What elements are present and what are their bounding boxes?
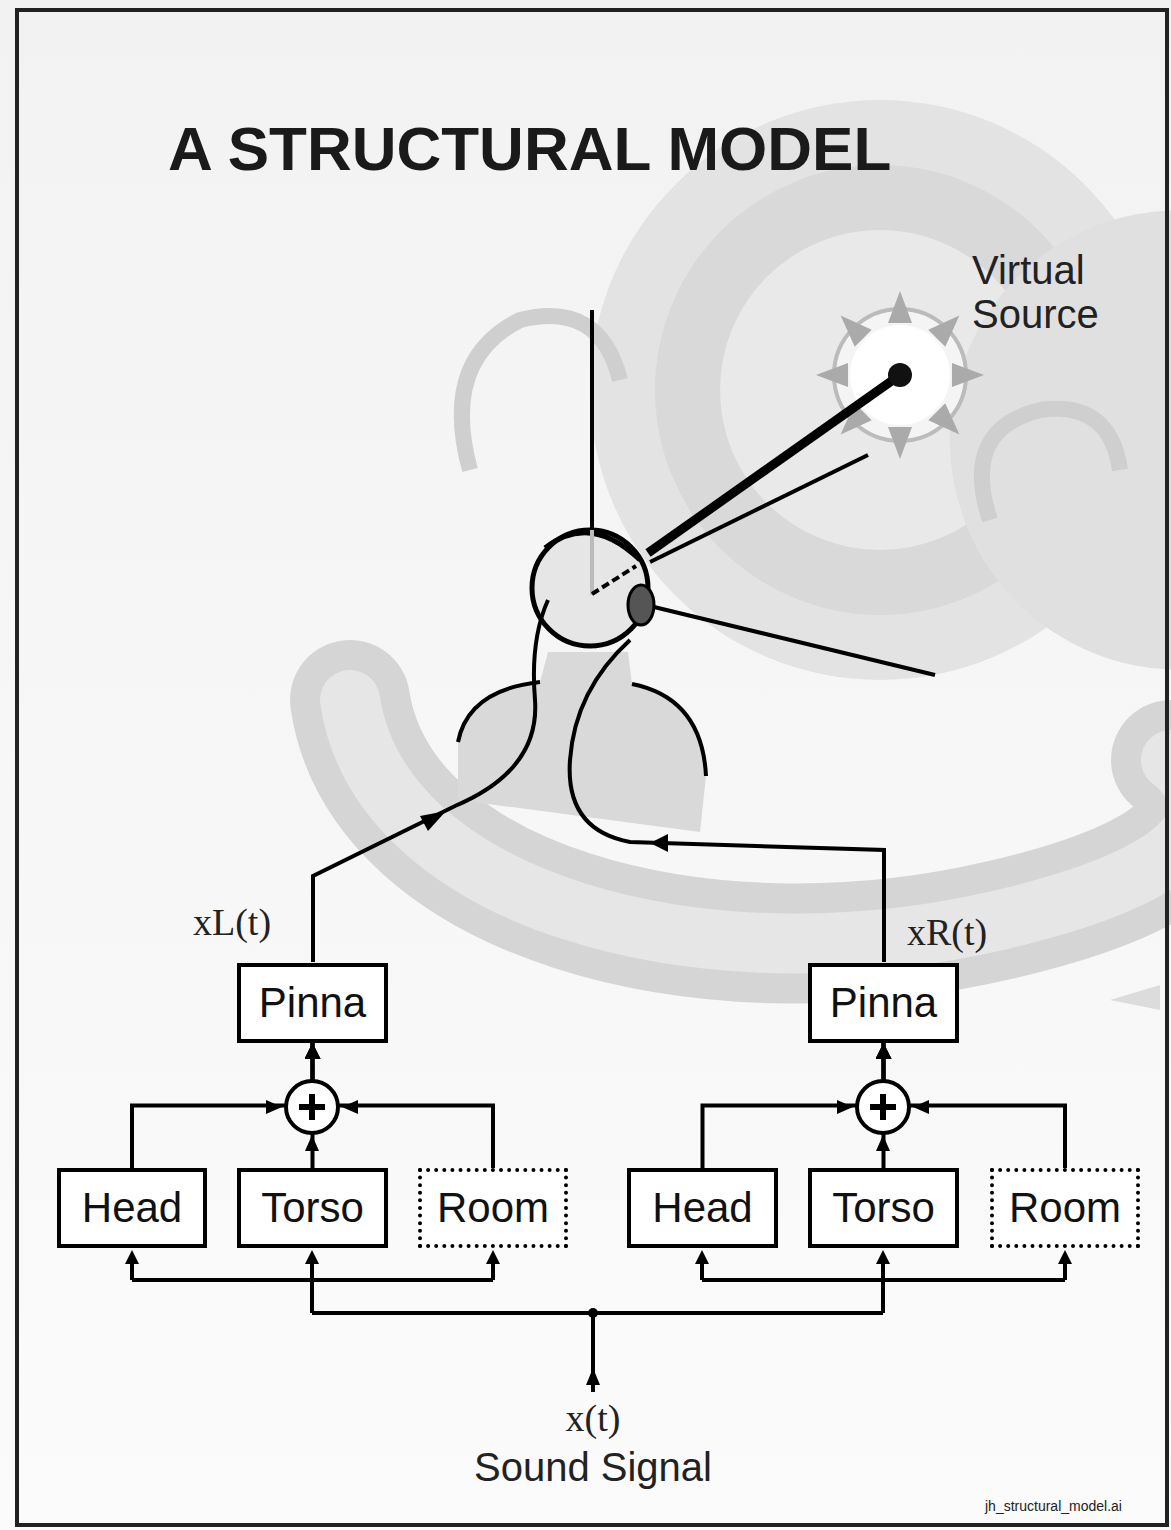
signal-name: xL(t): [193, 902, 271, 944]
input-wire: [702, 1278, 1065, 1282]
box-label: Head: [652, 1187, 752, 1229]
ear-cup: [950, 210, 1171, 670]
sum-arrow: [837, 1100, 853, 1114]
input-wire: [881, 1256, 885, 1313]
listener-figure: [458, 310, 935, 832]
sum-arrow: [305, 1135, 319, 1151]
filter-box: Torso: [808, 1168, 959, 1248]
plus-sign: [870, 1094, 896, 1120]
box-label: Room: [437, 1187, 549, 1229]
filter-box: Pinna: [808, 963, 959, 1043]
filter-box: Head: [57, 1168, 207, 1248]
signal-name: xR(t): [907, 912, 987, 954]
sum-circle: [286, 1081, 338, 1133]
signal-name: x(t): [566, 1398, 621, 1440]
jack-plug: [1110, 985, 1160, 1010]
median-line: [590, 530, 594, 595]
right-wire: [570, 640, 884, 962]
optional-filter-box: Room: [418, 1168, 568, 1248]
sum-arrow: [266, 1100, 282, 1114]
interaural-axis: [654, 607, 935, 675]
box-label: Torso: [261, 1187, 364, 1229]
sum-arrow: [876, 1135, 890, 1151]
box-label: Pinna: [830, 982, 937, 1024]
junction-dot: [588, 1308, 598, 1318]
diagram-title: A STRUCTURAL MODEL: [168, 118, 891, 180]
input-wire: [132, 1278, 493, 1282]
virtual-source: [816, 291, 984, 459]
headphone-wires: [313, 600, 884, 962]
file-name: jh_structural_model.ai: [985, 1499, 1122, 1514]
left-wire: [313, 600, 548, 962]
shoulder-outline: [632, 684, 706, 776]
shoulder-outline: [458, 682, 540, 742]
cup-loop: [462, 316, 620, 470]
sum-arrow: [342, 1100, 358, 1114]
cup-loop: [982, 409, 1120, 520]
box-label: Torso: [832, 1187, 935, 1229]
filter-box: Head: [627, 1168, 778, 1248]
sum-arrow: [913, 1100, 929, 1114]
source-spikes: [816, 291, 984, 459]
summing-junction: [837, 1081, 929, 1151]
head: [532, 530, 648, 646]
source-dot: [888, 363, 912, 387]
input-wire: [310, 1256, 314, 1313]
headphones-photo: [350, 100, 1171, 1010]
input-bus: [125, 1250, 1072, 1392]
sum-circle: [857, 1081, 909, 1133]
input-arrows: [125, 1250, 1072, 1385]
summing-junction: [266, 1081, 358, 1151]
source-disc: [850, 325, 950, 425]
box-label: Head: [82, 1187, 182, 1229]
frame: [17, 10, 1167, 1525]
wire-arrow: [650, 834, 668, 852]
source-label: Virtual Source: [972, 248, 1152, 336]
ear-cup-icon: [628, 585, 654, 625]
wire-arrow: [420, 811, 446, 831]
azimuth-line: [650, 455, 868, 562]
filter-box: Torso: [237, 1168, 388, 1248]
direction-dash: [592, 566, 636, 594]
box-label: Pinna: [259, 982, 366, 1024]
filter-box: Pinna: [237, 963, 388, 1043]
plus-sign: [299, 1094, 325, 1120]
source-ray: [648, 375, 900, 553]
median-line: [590, 310, 594, 530]
box-label: Room: [1009, 1187, 1121, 1229]
optional-filter-box: Room: [990, 1168, 1140, 1248]
signal-caption: Sound Signal: [474, 1445, 712, 1489]
torso: [458, 652, 706, 832]
